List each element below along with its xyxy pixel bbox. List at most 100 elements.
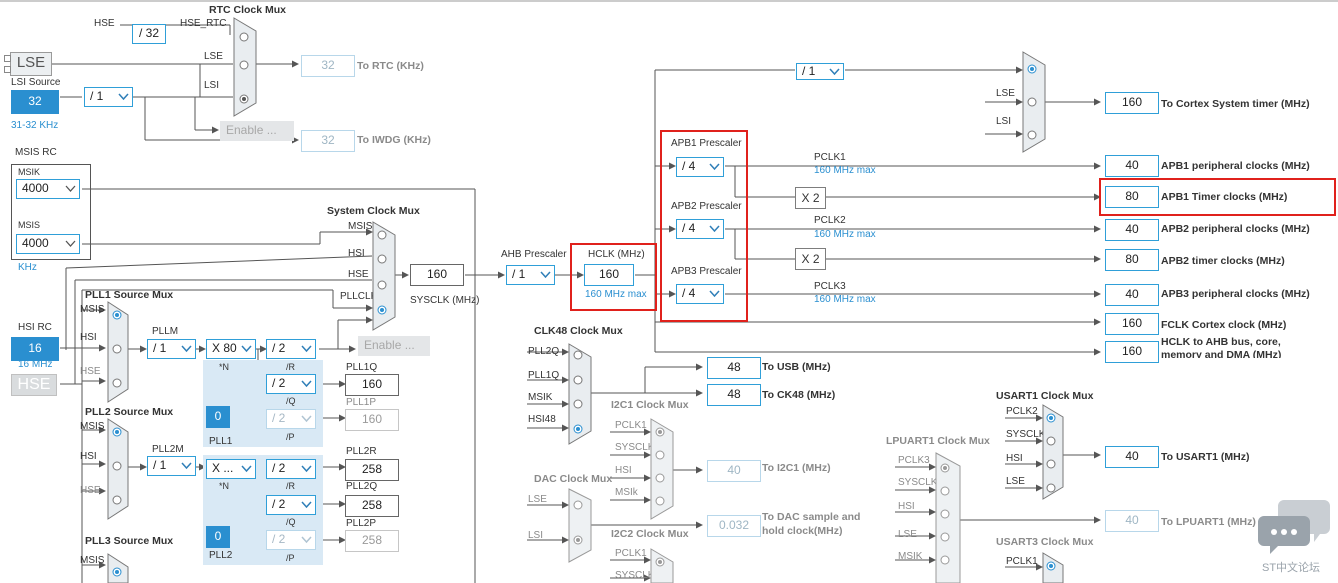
dac-lsi-label: LSI [528, 530, 544, 541]
cortex-divider-select[interactable]: / 1 [796, 63, 844, 80]
usart1-mux[interactable] [1042, 404, 1064, 500]
apb-prescalers-highlight [660, 130, 748, 322]
pll2-r-select[interactable]: / 2 [266, 459, 316, 479]
rtc-mux[interactable] [233, 17, 257, 117]
clk48-hsi48-label: HSI48 [528, 414, 556, 425]
chevron-down-icon [540, 271, 551, 279]
pclk1-max: 160 MHz max [814, 165, 876, 176]
msis-rc-title: MSIS RC [15, 147, 57, 158]
pll2-q-label: /Q [286, 517, 296, 527]
usart1-clock-label: To USART1 (MHz) [1161, 451, 1250, 463]
lpuart1-lse-label: LSE [898, 529, 917, 540]
chat-bubble-icon [1258, 500, 1330, 554]
apb1-timer-multiplier: X 2 [795, 187, 826, 209]
msik-label: MSIK [18, 167, 41, 177]
pll2r-value: 258 [345, 459, 399, 481]
rtc-hse-divider[interactable]: / 32 [132, 24, 166, 44]
pll1-r-select[interactable]: / 2 [266, 339, 316, 359]
ahb-prescaler-label: AHB Prescaler [501, 249, 567, 260]
clk48-mux[interactable] [568, 343, 592, 445]
ck48-clock-value: 48 [707, 384, 761, 406]
usart1-sysclk-label: SYSCLK [1006, 429, 1046, 440]
apb1-prescaler-label: APB1 Prescaler [671, 138, 742, 149]
pll2-source-mux[interactable] [107, 418, 129, 520]
pll2-q-select[interactable]: / 2 [266, 495, 316, 515]
chevron-down-icon [181, 462, 192, 470]
pll1-q-value: / 2 [272, 376, 286, 390]
usb-clock-label: To USB (MHz) [762, 361, 831, 373]
apb1-peripheral-value: 40 [1105, 155, 1159, 177]
lpuart1-sysclk-label: SYSCLK [898, 477, 938, 488]
apb2-prescaler-value: / 4 [682, 221, 696, 235]
pll1-source-mux[interactable] [107, 301, 129, 403]
lsi-divider-select[interactable]: / 1 [84, 87, 133, 107]
hclk-value[interactable]: 160 [584, 264, 634, 286]
usart1-clock-value: 40 [1105, 446, 1159, 468]
pll1q-value: 160 [345, 374, 399, 396]
lse-button[interactable]: LSE [10, 52, 52, 76]
chevron-down-icon [709, 225, 720, 233]
hsi-rc-value[interactable]: 16 [11, 337, 59, 361]
pll1-n-value: X 80 [212, 341, 237, 355]
usart3-mux[interactable] [1042, 552, 1064, 583]
msik-frequency-select[interactable]: 4000 [16, 179, 80, 199]
pll3-source-mux[interactable] [107, 553, 129, 583]
i2c1-clock-value: 40 [707, 460, 761, 482]
i2c1-mux-title: I2C1 Clock Mux [611, 399, 689, 411]
cortex-timer-mux[interactable] [1022, 51, 1046, 153]
pll1-src-msis-label: MSIS [80, 304, 105, 315]
hse-button[interactable]: HSE [11, 374, 57, 396]
lpuart1-mux[interactable] [935, 452, 961, 583]
i2c1-pclk1-label: PCLK1 [615, 420, 647, 431]
clk48-pll1q-label: PLL1Q [528, 370, 560, 381]
pll1-source-mux-title: PLL1 Source Mux [85, 289, 174, 301]
cortex-timer-value: 160 [1105, 92, 1159, 114]
apb2-prescaler-select[interactable]: / 4 [676, 219, 724, 239]
apb2-timer-label: APB2 timer clocks (MHz) [1161, 255, 1285, 267]
lsi-source-value[interactable]: 32 [11, 90, 59, 114]
pll1-p-select[interactable]: / 2 [266, 409, 316, 429]
i2c2-sysclk-label: SYSCLK [615, 570, 655, 581]
dac-lse-label: LSE [528, 494, 547, 505]
chevron-down-icon [301, 465, 312, 473]
pll1-m-label: PLLM [152, 326, 179, 337]
msik-frequency-value: 4000 [22, 181, 49, 195]
ahb-prescaler-select[interactable]: / 1 [506, 265, 555, 285]
system-clock-mux[interactable] [372, 221, 396, 331]
pll1-n-select[interactable]: X 80 [206, 339, 256, 359]
pll1-m-select[interactable]: / 1 [147, 339, 196, 359]
dac-mux[interactable] [568, 488, 592, 563]
apb3-prescaler-select[interactable]: / 4 [676, 284, 724, 304]
msis-frequency-select[interactable]: 4000 [16, 234, 80, 254]
pll1-q-select[interactable]: / 2 [266, 374, 316, 394]
i2c2-pclk1-label: PCLK1 [615, 548, 647, 559]
pll2-m-select[interactable]: / 1 [147, 456, 196, 476]
pll2-n-value: X ... [212, 461, 234, 475]
pll2-badge: 0 [206, 526, 230, 548]
apb2-peripheral-label: APB2 peripheral clocks (MHz) [1161, 223, 1310, 235]
sysclk-enable-button[interactable]: Enable ... [358, 336, 430, 356]
rtc-lsi-label: LSI [204, 80, 220, 91]
iwdg-enable-button[interactable]: Enable ... [220, 121, 294, 141]
dac-clock-label: To DAC sample and hold clock(MHz) [762, 511, 861, 537]
rtc-output-value: 32 [301, 55, 355, 77]
pll2-p-value: / 2 [272, 532, 286, 546]
i2c1-mux[interactable] [650, 418, 674, 520]
iwdg-output-value: 32 [301, 130, 355, 152]
apb1-prescaler-select[interactable]: / 4 [676, 157, 724, 177]
cortex-lse-label: LSE [996, 88, 1015, 99]
msis-frequency-value: 4000 [22, 236, 49, 250]
pll1-r-label: /R [286, 362, 295, 372]
apb2-peripheral-value: 40 [1105, 219, 1159, 241]
msis-rc-frame [11, 164, 91, 260]
apb1-timer-label: APB1 Timer clocks (MHz) [1161, 191, 1288, 203]
pll2-n-select[interactable]: X ... [206, 459, 256, 479]
chevron-down-icon [301, 345, 312, 353]
i2c2-mux[interactable] [650, 548, 674, 583]
pclk1-label: PCLK1 [814, 152, 846, 163]
pll2-p-select[interactable]: / 2 [266, 530, 316, 550]
ck48-clock-label: To CK48 (MHz) [762, 389, 836, 401]
pll2-q-value: / 2 [272, 497, 286, 511]
sysclk-hse-label: HSE [348, 269, 369, 280]
